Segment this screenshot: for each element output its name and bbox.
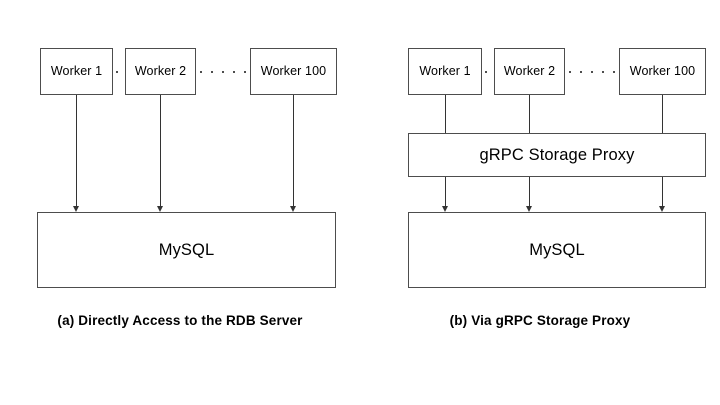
arrowhead-worker100-to-db xyxy=(290,206,296,212)
arrowhead-worker1-to-db xyxy=(73,206,79,212)
connector-worker2-to-proxy xyxy=(529,95,530,133)
connector-worker1-to-proxy xyxy=(445,95,446,133)
ellipsis-dots-long xyxy=(569,70,615,73)
ellipsis-dots-short xyxy=(485,70,491,73)
worker-box-2: Worker 2 xyxy=(125,48,196,95)
connector-proxy-to-db-right xyxy=(662,177,663,207)
database-box-mysql: MySQL xyxy=(37,212,336,288)
figure-a-direct-access: Worker 1 Worker 2 Worker 100 MySQL (a) D… xyxy=(37,48,337,328)
ellipsis-dots-long xyxy=(200,70,246,73)
figure-b-via-proxy: Worker 1 Worker 2 Worker 100 gRPC Storag… xyxy=(360,0,720,405)
worker-box-100: Worker 100 xyxy=(619,48,706,95)
arrowhead-proxy-to-db-left xyxy=(442,206,448,212)
figure-a-caption: (a) Directly Access to the RDB Server xyxy=(57,313,303,328)
ellipsis-dots-short xyxy=(116,70,122,73)
worker-box-100: Worker 100 xyxy=(250,48,337,95)
arrowhead-worker2-to-db xyxy=(157,206,163,212)
database-box-mysql: MySQL xyxy=(408,212,706,288)
connector-worker1-to-db xyxy=(76,95,77,207)
connector-worker100-to-db xyxy=(293,95,294,207)
connector-worker100-to-proxy xyxy=(662,95,663,133)
worker-box-2: Worker 2 xyxy=(494,48,565,95)
proxy-box-grpc-storage: gRPC Storage Proxy xyxy=(408,133,706,177)
connector-worker2-to-db xyxy=(160,95,161,207)
arrowhead-proxy-to-db-right xyxy=(659,206,665,212)
connector-proxy-to-db-left xyxy=(445,177,446,207)
figure-b-caption: (b) Via gRPC Storage Proxy xyxy=(449,313,631,328)
connector-proxy-to-db-center xyxy=(529,177,530,207)
worker-box-1: Worker 1 xyxy=(40,48,113,95)
worker-box-1: Worker 1 xyxy=(408,48,482,95)
arrowhead-proxy-to-db-center xyxy=(526,206,532,212)
